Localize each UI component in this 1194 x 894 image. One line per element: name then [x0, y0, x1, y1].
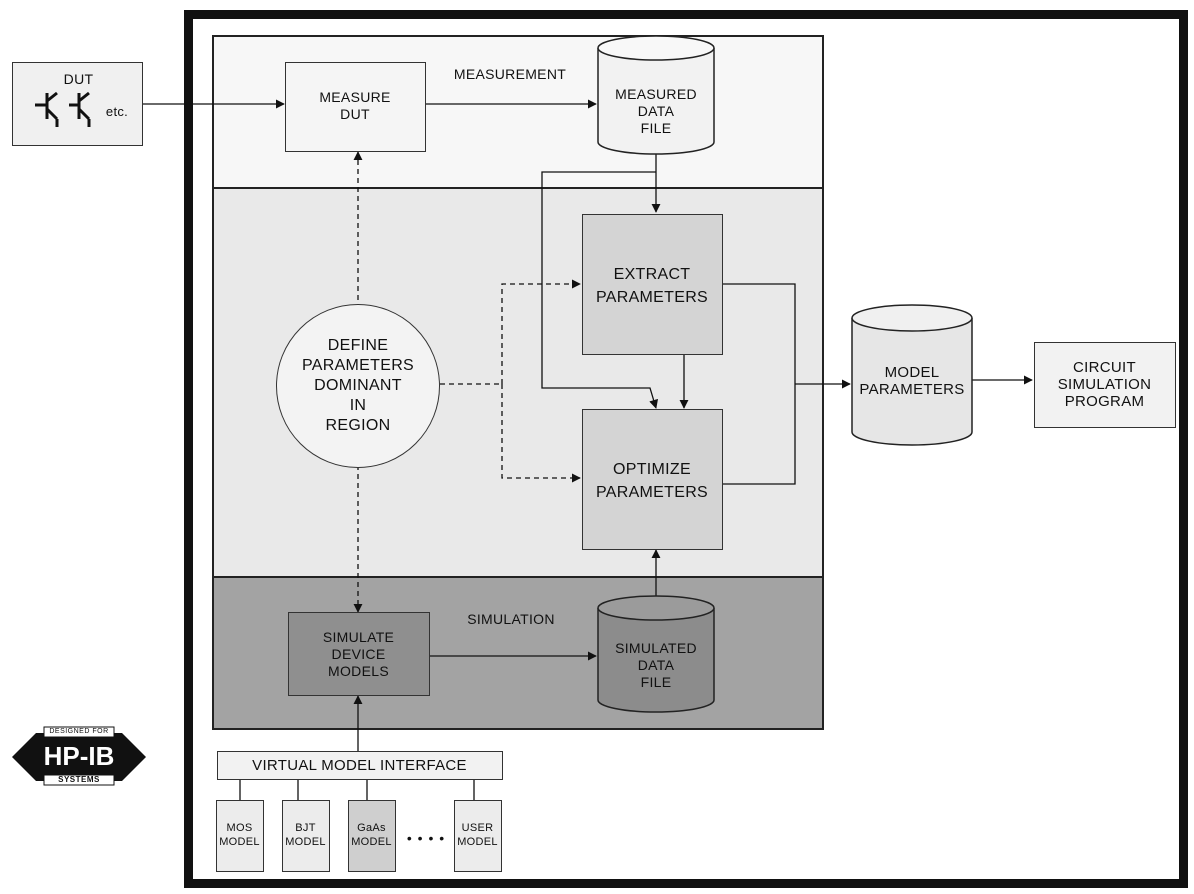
dut-title: DUT — [63, 71, 94, 87]
hp-ib-badge-main: HP-IB — [43, 741, 115, 771]
measure-dut-label: MEASURE DUT — [319, 89, 391, 122]
model-box-user: USER MODEL — [454, 800, 502, 872]
hp-ib-badge-bottom: SYSTEMS — [58, 775, 100, 784]
model-ellipsis: • • • • — [406, 830, 446, 846]
extract-parameters-box: EXTRACT PARAMETERS — [582, 214, 723, 355]
define-parameters-label: DEFINE PARAMETERS DOMINANT IN REGION — [301, 337, 415, 434]
etc-label: etc. — [105, 104, 129, 119]
file-to-optimize-arrow — [541, 171, 659, 409]
circuit-simulation-box: CIRCUIT SIMULATION PROGRAM — [1034, 342, 1176, 428]
simulate-device-models-box: SIMULATE DEVICE MODELS — [288, 612, 430, 696]
virtual-model-interface-box: VIRTUAL MODEL INTERFACE — [217, 751, 503, 780]
measurement-section-label: MEASUREMENT — [453, 66, 567, 82]
hp-ib-badge-top: DESIGNED FOR — [49, 728, 109, 735]
circuit-simulation-label: CIRCUIT SIMULATION PROGRAM — [1057, 359, 1152, 410]
simulate-device-models-label: SIMULATE DEVICE MODELS — [322, 629, 395, 679]
virtual-model-interface-label: VIRTUAL MODEL INTERFACE — [252, 757, 467, 774]
simulation-section-label: SIMULATION — [467, 611, 555, 627]
measure-dut-box: MEASURE DUT — [285, 62, 426, 152]
extract-parameters-label: EXTRACT PARAMETERS — [595, 266, 709, 306]
define-parameters-circle — [276, 304, 440, 468]
circle-to-optimize-dashed — [501, 384, 581, 483]
simulated-data-file-label: SIMULATED DATA FILE — [615, 640, 697, 690]
model-box-mos: MOS MODEL — [216, 800, 264, 872]
model-box-bjt: BJT MODEL — [282, 800, 330, 872]
dut-box: DUT etc. — [12, 62, 143, 146]
measured-data-file-label: MEASURED DATA FILE — [615, 86, 697, 136]
circle-to-extract-dashed — [501, 279, 581, 384]
optimize-parameters-label: OPTIMIZE PARAMETERS — [595, 461, 709, 501]
model-label-user: USER MODEL — [457, 822, 498, 848]
optimize-parameters-box: OPTIMIZE PARAMETERS — [582, 409, 723, 550]
model-box-gaas: GaAs MODEL — [348, 800, 396, 872]
model-parameters-label: MODEL PARAMETERS — [859, 364, 965, 398]
model-label-gaas: GaAs MODEL — [351, 822, 392, 848]
model-label-bjt: BJT MODEL — [285, 822, 326, 848]
model-label-mos: MOS MODEL — [219, 822, 260, 848]
transistor-icon — [35, 91, 91, 127]
